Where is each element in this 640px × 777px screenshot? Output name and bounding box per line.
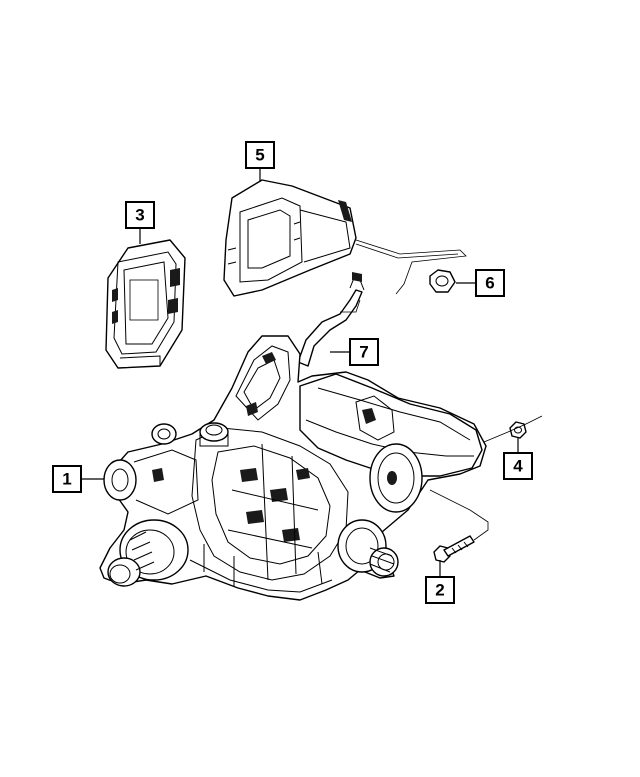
callout-2: 2 — [425, 576, 455, 604]
callout-label-5: 5 — [255, 146, 264, 165]
heat-shield-part — [223, 179, 357, 297]
callout-4: 4 — [503, 452, 533, 480]
leader-lines — [81, 168, 543, 577]
callout-3: 3 — [125, 201, 155, 229]
callout-7: 7 — [349, 338, 379, 366]
bolt-part — [433, 535, 475, 563]
phantom-line-bolt — [429, 489, 489, 541]
callout-label-7: 7 — [359, 343, 368, 362]
callout-1: 1 — [52, 465, 82, 493]
vent-hose-part — [297, 272, 365, 367]
callout-6: 6 — [475, 269, 505, 297]
callout-5: 5 — [245, 141, 275, 169]
callout-label-2: 2 — [435, 581, 444, 600]
phantom-line-nut — [483, 415, 543, 443]
phantom-line-shield-2 — [355, 243, 459, 259]
phantom-line-shield — [355, 239, 467, 295]
callout-label-6: 6 — [485, 274, 494, 293]
axle-assembly-part — [99, 335, 487, 601]
control-module-part — [105, 239, 186, 369]
phantom-line-hose — [340, 299, 361, 313]
callout-label-3: 3 — [135, 206, 144, 225]
callout-label-1: 1 — [62, 470, 71, 489]
nut-part — [429, 269, 456, 293]
callout-label-4: 4 — [513, 457, 523, 476]
